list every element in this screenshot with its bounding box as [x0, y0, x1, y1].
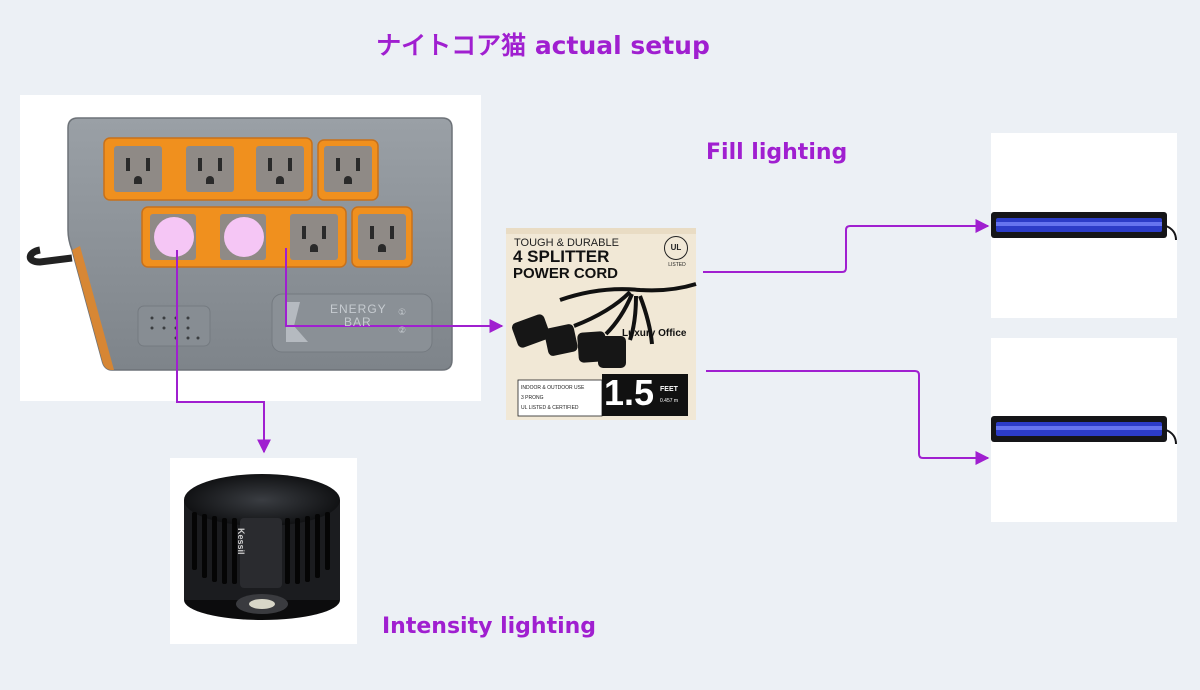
connection-outlet5-to-kessil: [176, 250, 271, 454]
strip-edge: [72, 246, 114, 370]
intensity-lighting-label: Intensity lighting: [382, 614, 597, 639]
splitter-title-line1: 4 SPLITTER: [513, 247, 610, 266]
led-bar-bottom: [991, 416, 1177, 445]
brand-recess: [271, 293, 433, 353]
outlet-4: [324, 146, 372, 192]
connection-lines: [176, 219, 990, 465]
highlight-outlet-6: [224, 217, 264, 257]
splitter-feature-3: UL LISTED & CERTIFIED: [521, 405, 579, 411]
splitter-feature-1: INDOOR & OUTDOOR USE: [521, 385, 585, 391]
energy-bar-logo: [286, 302, 308, 342]
ul-mark: UL: [664, 236, 688, 260]
connection-splitter-to-led-top: [703, 219, 990, 273]
kessil-light: [184, 474, 340, 620]
connection-outlet6-to-splitter: [285, 248, 504, 333]
power-cable: [26, 246, 73, 266]
splitter-features: INDOOR & OUTDOOR USE 3 PRONG UL LISTED &…: [521, 383, 584, 413]
led-bar-top: [991, 212, 1177, 241]
splitter-feature-2: 3 PRONG: [521, 395, 544, 401]
outlet-7: [290, 214, 338, 260]
splitter-title: 4 SPLITTER POWER CORD: [513, 248, 618, 282]
diagram-title: ナイトコア猫 actual setup: [376, 31, 710, 60]
splitter-brand: Luxury Office: [622, 328, 687, 339]
splitter-tagline: TOUGH & DURABLE: [514, 237, 619, 249]
power-strip: [26, 117, 453, 371]
splitter-length: 1.5: [604, 372, 655, 413]
switch-mark-1: ①: [398, 308, 407, 318]
connection-splitter-to-led-bottom: [706, 370, 990, 465]
outlet-2: [186, 146, 234, 192]
ul-sub: LISTED: [668, 262, 686, 268]
switch-mark-2: ②: [398, 326, 407, 336]
splitter-package: [506, 228, 697, 420]
outlet-3: [256, 146, 304, 192]
outlet-8: [358, 214, 406, 260]
fill-lighting-label: Fill lighting: [706, 140, 848, 165]
kessil-brand: Kessil: [236, 528, 246, 555]
energy-bar-brand-line1: ENERGY: [330, 302, 387, 316]
splitter-unit-sub: 0.457 m: [660, 398, 679, 404]
kessil-vents: [192, 512, 330, 584]
indicator-panel: [137, 305, 211, 347]
energy-bar-brand: ENERGY BAR: [330, 303, 387, 329]
indicator-dots: [150, 316, 200, 340]
highlight-outlet-5: [154, 217, 194, 257]
outlet-1: [114, 146, 162, 192]
energy-bar-brand-line2: BAR: [344, 315, 372, 329]
splitter-title-line2: POWER CORD: [513, 265, 618, 282]
splitter-unit: FEET: [660, 386, 678, 393]
